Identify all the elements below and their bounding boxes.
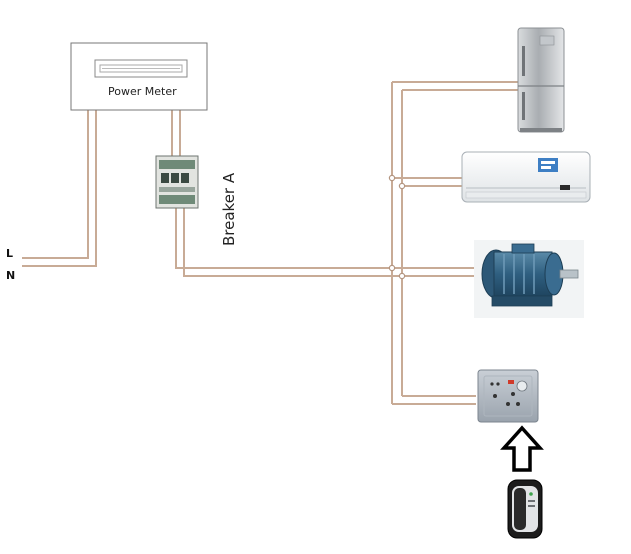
- line-label: L: [6, 247, 13, 260]
- refrigerator-icon: [517, 27, 565, 133]
- electric-motor-icon: [474, 240, 584, 318]
- wire-junctions: [388, 174, 406, 280]
- power-meter: Power Meter: [70, 42, 208, 111]
- wire-line-in: [22, 110, 89, 259]
- air-conditioner-icon: [461, 151, 591, 203]
- wires: [22, 81, 518, 405]
- power-saver-device-icon: [507, 479, 543, 539]
- wire-breaker-out-1: [175, 208, 392, 269]
- breaker-label: Breaker A: [220, 172, 238, 246]
- up-arrow-icon: [500, 425, 544, 472]
- breaker-a: Breaker A: [155, 155, 238, 246]
- wire-breaker-out-2: [183, 208, 402, 277]
- wall-socket-icon: [477, 369, 539, 423]
- wire-neutral-in: [22, 110, 97, 267]
- meter-label: Power Meter: [108, 85, 177, 98]
- neutral-label: N: [6, 269, 15, 282]
